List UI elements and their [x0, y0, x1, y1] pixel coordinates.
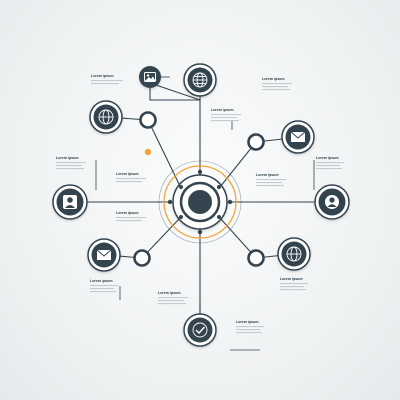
globe-icon: [286, 246, 302, 262]
target-icon: [188, 190, 212, 214]
label-left-upper: Lorem ipsum: [56, 156, 86, 170]
label-title: Lorem ipsum: [256, 173, 279, 177]
node-globe-top[interactable]: [183, 63, 217, 97]
user-icon: [325, 195, 339, 209]
label-title: Lorem ipsum: [280, 277, 303, 281]
node-globe-lower-right[interactable]: [277, 237, 311, 271]
node-envelope-lower-left[interactable]: [87, 238, 121, 272]
globe-icon: [192, 72, 208, 88]
label-upper-mid: Lorem ipsum: [211, 108, 241, 122]
label-top-right: Lorem ipsum: [262, 77, 292, 91]
label-title: Lorem ipsum: [211, 108, 234, 112]
hub: [158, 160, 242, 244]
checkmark-icon: [192, 322, 208, 338]
label-title: Lorem ipsum: [116, 211, 139, 215]
node-user-left[interactable]: [52, 184, 88, 220]
node-user-right[interactable]: [314, 184, 350, 220]
label-lower-right: Lorem ipsum: [280, 277, 308, 291]
label-center-right: Lorem ipsum: [256, 173, 286, 187]
label-title: Lorem ipsum: [56, 156, 79, 160]
junction-rings: [133, 111, 265, 267]
user-icon: [63, 195, 77, 209]
globe-icon: [98, 109, 114, 125]
label-title: Lorem ipsum: [316, 156, 339, 160]
label-title: Lorem ipsum: [116, 172, 139, 176]
photo-icon: [144, 72, 156, 82]
label-bottom-right: Lorem ipsum: [236, 320, 264, 334]
label-title: Lorem ipsum: [236, 320, 259, 324]
label-top-left: Lorem ipsum: [91, 74, 123, 85]
node-check-bottom[interactable]: [183, 313, 217, 347]
node-photo[interactable]: [139, 66, 161, 88]
label-right-upper: Lorem ipsum: [316, 156, 344, 170]
label-center-left-lower: Lorem ipsum: [116, 211, 146, 222]
node-globe-upper-left[interactable]: [89, 100, 123, 134]
label-center-left: Lorem ipsum: [116, 172, 146, 183]
accent-dot: [144, 148, 152, 156]
label-title: Lorem ipsum: [91, 74, 114, 78]
label-title: Lorem ipsum: [90, 279, 113, 283]
label-title: Lorem ipsum: [262, 77, 285, 81]
node-envelope-upper-right[interactable]: [281, 120, 315, 154]
envelope-icon: [96, 249, 112, 260]
label-bottom-mid: Lorem ipsum: [158, 291, 188, 305]
label-title: Lorem ipsum: [158, 291, 181, 295]
label-lower-left: Lorem ipsum: [90, 279, 118, 293]
envelope-icon: [290, 131, 306, 142]
